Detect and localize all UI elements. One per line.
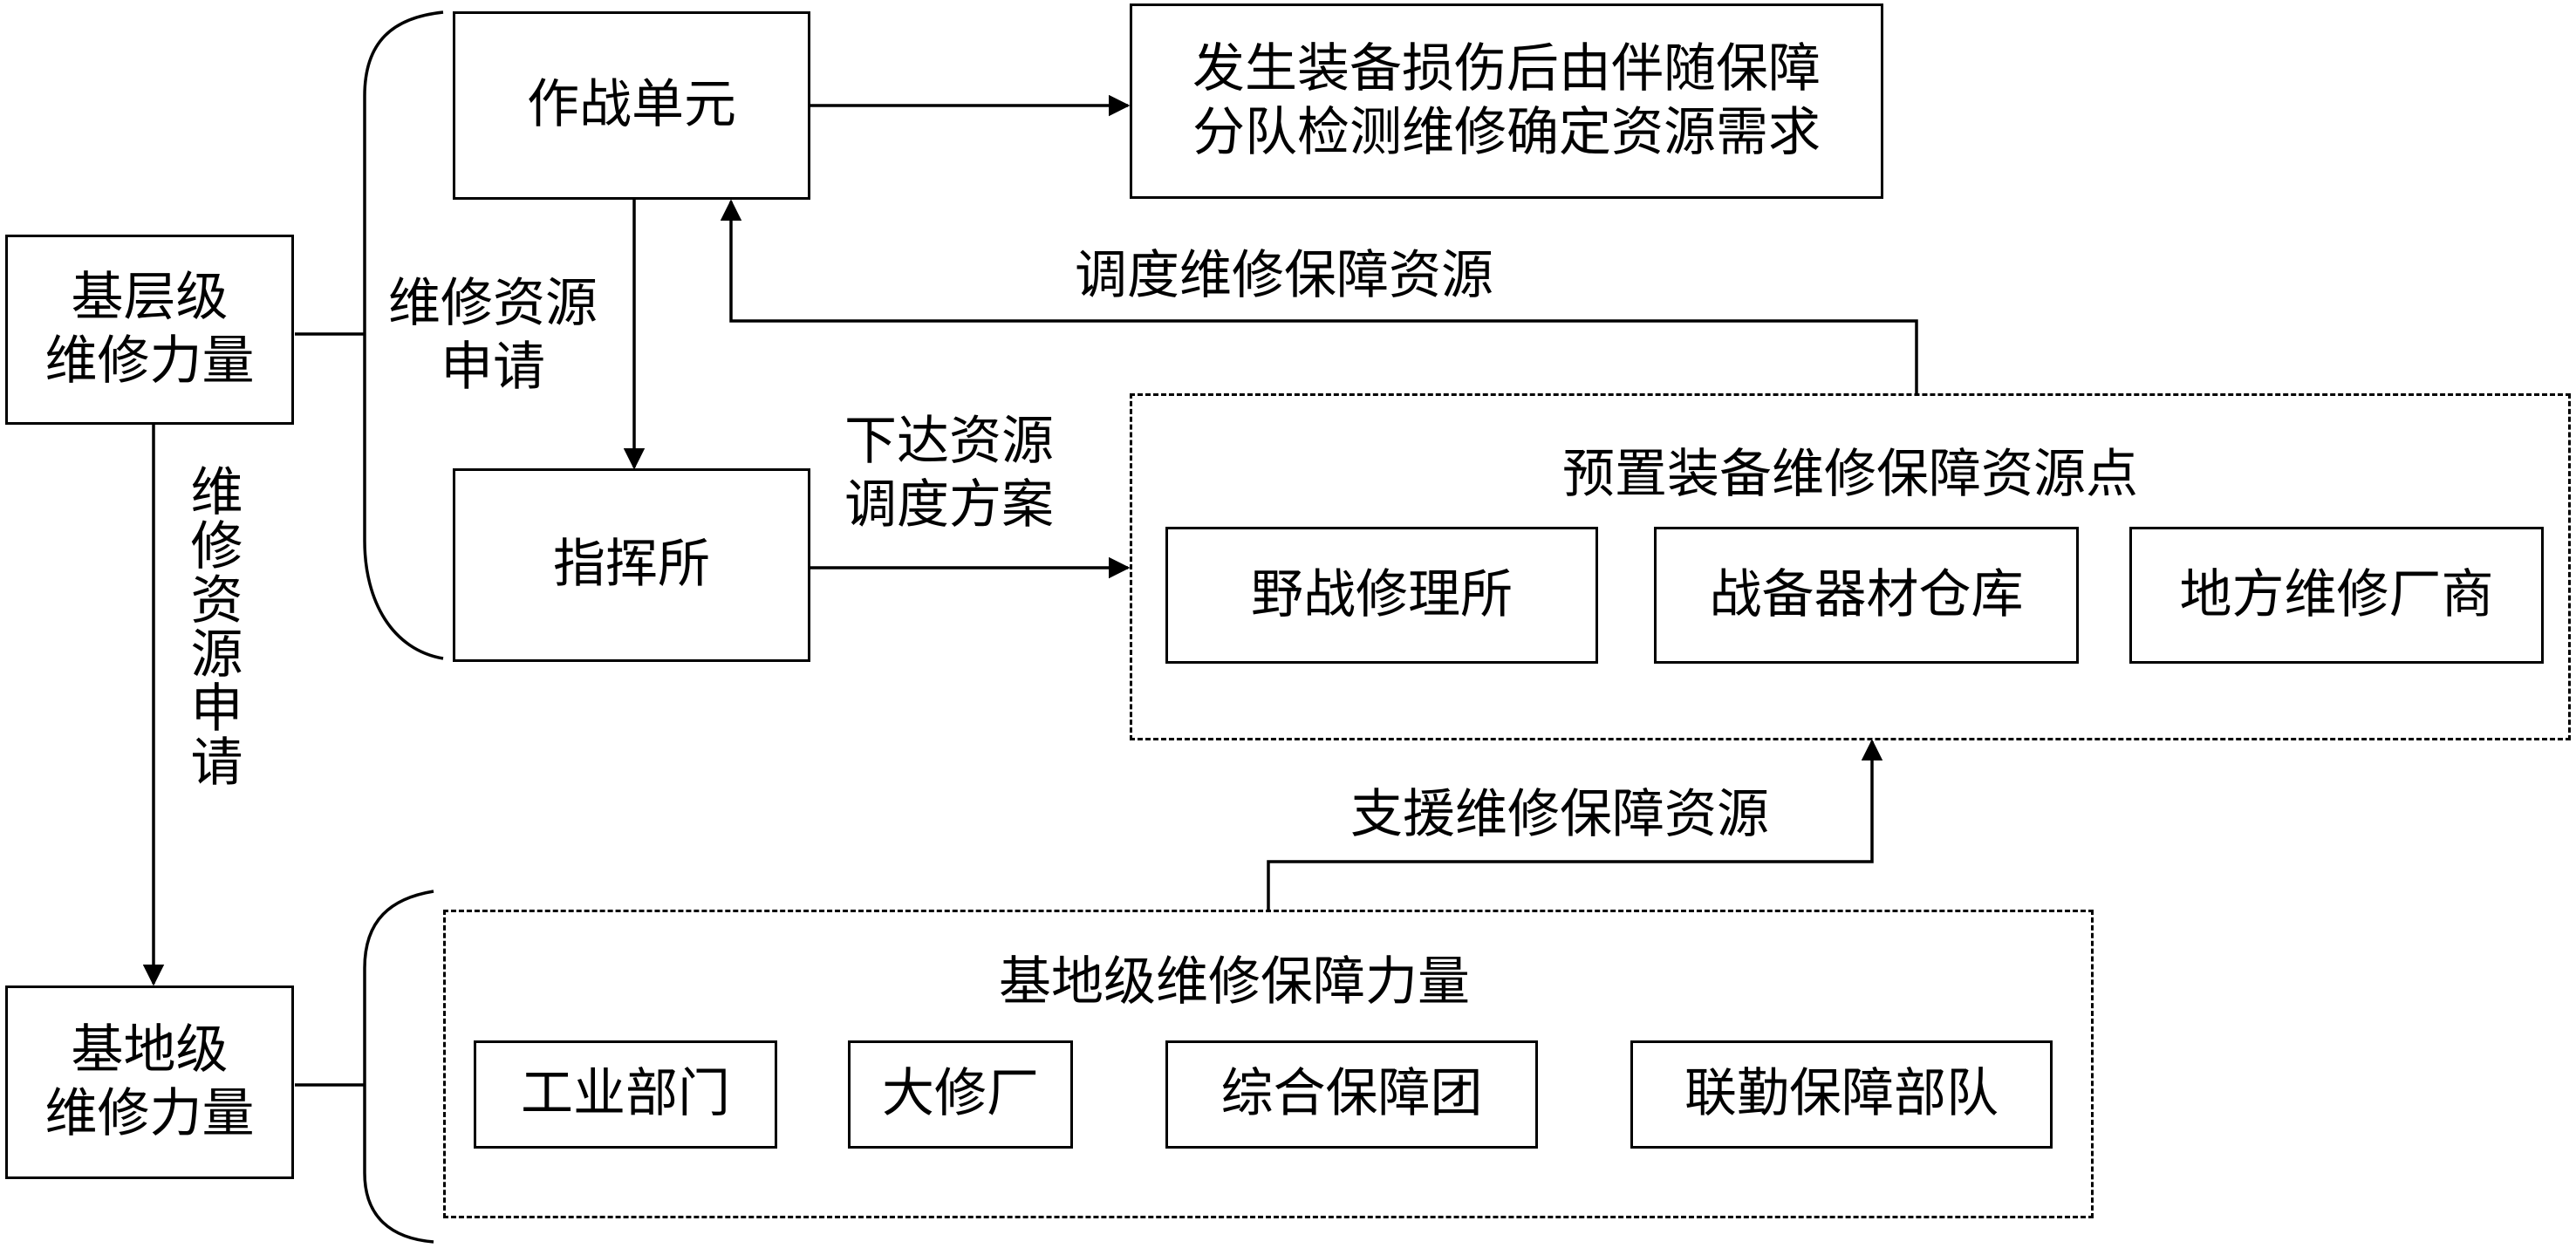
base-item-label: 综合保障团	[1220, 1063, 1483, 1125]
combat-unit-label: 作战单元	[527, 74, 736, 136]
base-level-label: 基地级 维修力量	[44, 1019, 255, 1144]
preset-item-label: 地方维修厂商	[2179, 563, 2494, 625]
base-item-support-regiment: 综合保障团	[1165, 1040, 1538, 1149]
command-post-label: 指挥所	[553, 534, 710, 596]
base-item-industry: 工业部门	[474, 1040, 777, 1149]
preset-item-field-repair: 野战修理所	[1165, 527, 1598, 664]
upper-brace	[363, 10, 444, 660]
edge-label-repair-request-left: 维修资源申请	[181, 464, 243, 788]
base-item-joint-logistics: 联勤保障部队	[1630, 1040, 2053, 1149]
damage-note-box: 发生装备损伤后由伴随保障 分队检测维修确定资源需求	[1130, 3, 1883, 199]
base-item-overhaul: 大修厂	[848, 1040, 1073, 1149]
preset-group-title: 预置装备维修保障资源点	[1562, 444, 2138, 505]
base-level-box: 基地级 维修力量	[5, 985, 294, 1179]
preset-item-warehouse: 战备器材仓库	[1654, 527, 2079, 664]
edge-label-dispatch-resources: 调度维修保障资源	[1075, 245, 1493, 306]
edge-label-repair-request-upper: 维修资源 申请	[388, 273, 598, 399]
preset-item-label: 战备器材仓库	[1709, 563, 2024, 625]
base-item-label: 工业部门	[521, 1063, 730, 1125]
command-post-box: 指挥所	[453, 468, 810, 662]
preset-item-label: 野战修理所	[1251, 563, 1513, 625]
preset-item-local-vendor: 地方维修厂商	[2129, 527, 2544, 664]
edge-label-support-resources: 支援维修保障资源	[1350, 784, 1769, 845]
arrow-preset-to-combat	[720, 199, 1918, 393]
lower-brace	[363, 890, 434, 1244]
preset-group	[1130, 393, 2571, 740]
basic-level-label: 基层级 维修力量	[44, 266, 255, 392]
damage-note-label: 发生装备损伤后由伴随保障 分队检测维修确定资源需求	[1192, 38, 1821, 163]
arrow-base-to-preset	[1267, 739, 1883, 910]
basic-level-box: 基层级 维修力量	[5, 235, 294, 425]
edge-label-dispatch-plan: 下达资源 调度方案	[844, 411, 1054, 536]
base-item-label: 联勤保障部队	[1684, 1063, 1999, 1125]
combat-unit-box: 作战单元	[453, 11, 810, 200]
base-group-title: 基地级维修保障力量	[999, 951, 1470, 1013]
base-item-label: 大修厂	[882, 1063, 1039, 1125]
base-group	[443, 910, 2094, 1218]
